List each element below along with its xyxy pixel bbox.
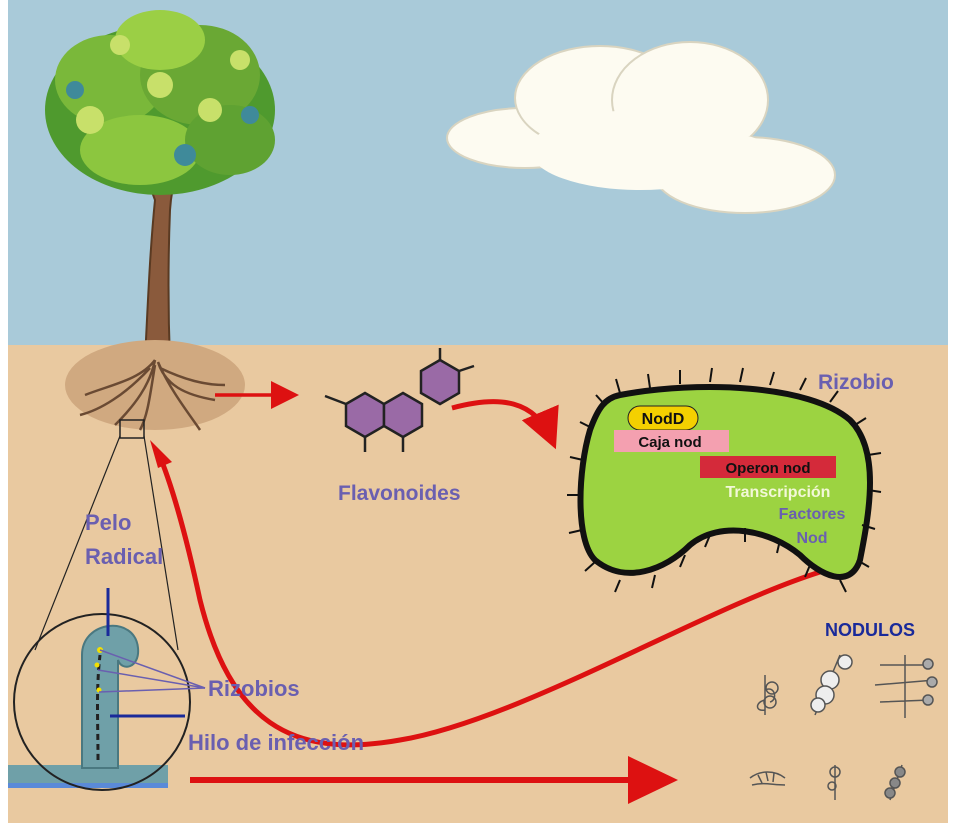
nodd-label: NodD (642, 411, 685, 428)
nod-label: Nod (796, 530, 827, 547)
frame-left (0, 0, 8, 823)
nodulos-label: NODULOS (825, 620, 915, 640)
caja-nod-label: Caja nod (638, 434, 701, 451)
hilo-infeccion-label: Hilo de infección (188, 730, 364, 755)
transcripcion-label: Transcripción (726, 484, 831, 501)
pelo-radical-label-line2: Radical (85, 544, 163, 569)
pelo-radical-label-line1: Pelo (85, 510, 131, 535)
rizobios-label: Rizobios (208, 676, 300, 701)
operon-nod-label: Operon nod (726, 460, 811, 477)
factores-label: Factores (779, 506, 846, 523)
frame-right (948, 0, 956, 823)
rizobio-label: Rizobio (818, 371, 894, 394)
flavonoides-label: Flavonoides (338, 482, 461, 505)
